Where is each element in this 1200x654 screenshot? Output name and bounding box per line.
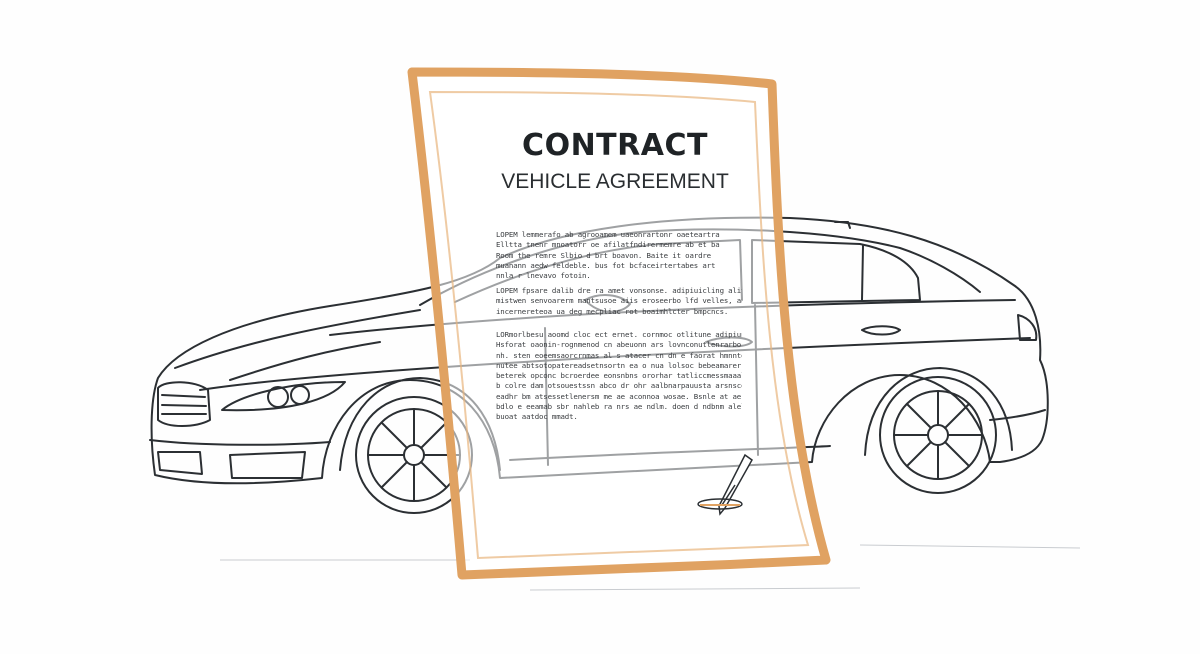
contract-paragraph: LORmorlbesu aoomd cloc ect ernet. cornmo…	[496, 330, 742, 422]
contract-subtitle: VEHICLE AGREEMENT	[501, 170, 729, 193]
contract-title: CONTRACT	[522, 128, 708, 163]
rear-wheel	[879, 376, 997, 494]
document-frame	[407, 67, 831, 580]
contract-document	[407, 67, 831, 580]
contract-paragraph: LOPEM fpsare dalib dre ra amet vonsonse.…	[496, 286, 742, 316]
contract-paragraph: LOPEM lemmerafo ab agrooamem uaeonrarton…	[496, 230, 720, 281]
ground-lines	[220, 544, 1081, 591]
fountain-pen-icon	[697, 453, 753, 516]
